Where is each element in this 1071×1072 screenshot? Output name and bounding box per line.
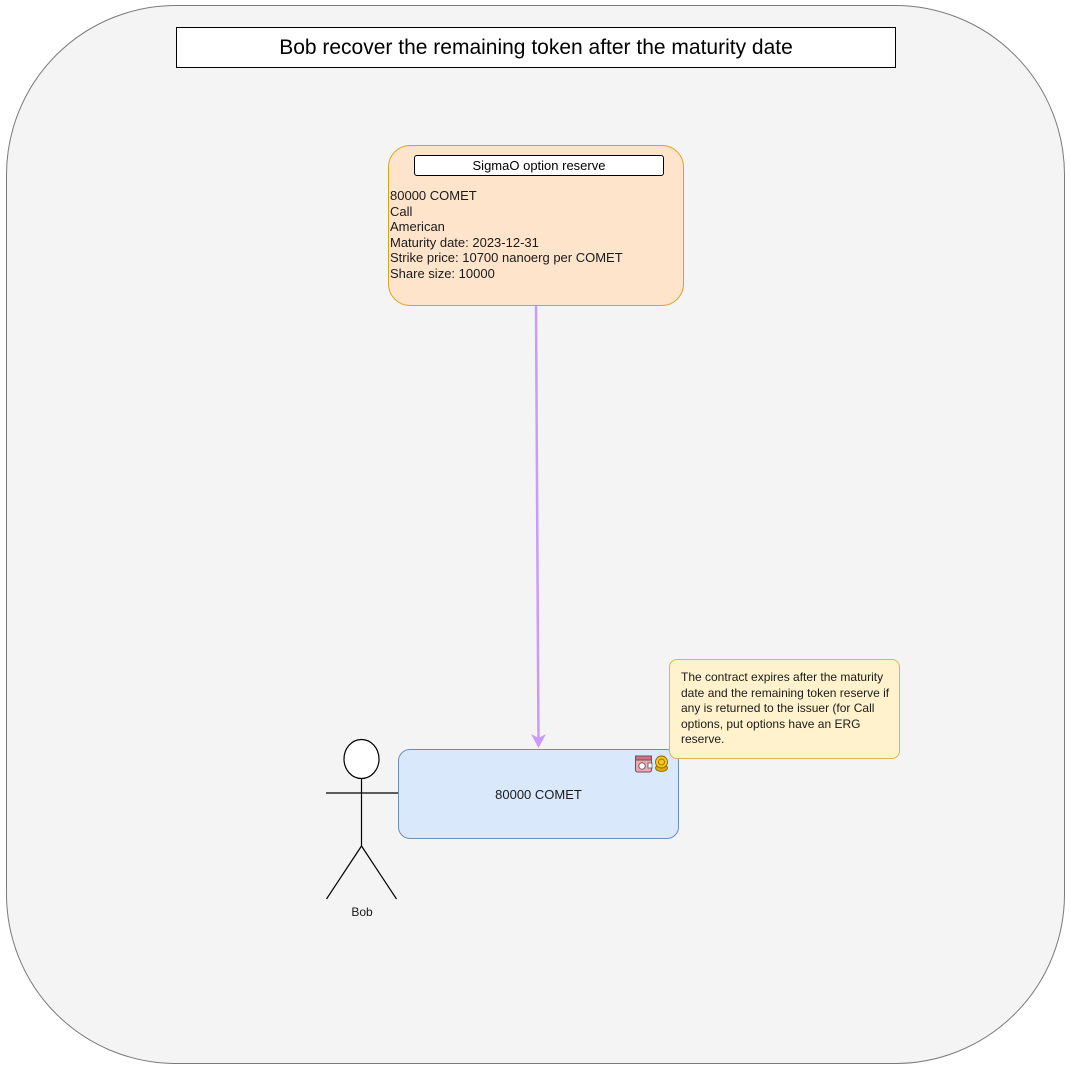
wallet-icon — [635, 755, 653, 773]
reserve-share-size: Share size: 10000 — [390, 265, 495, 281]
reserve-details: 80000 COMET Call American Maturity date:… — [390, 188, 623, 282]
coin-icon — [655, 755, 668, 772]
reserve-label: SigmaO option reserve — [414, 155, 664, 176]
flow-arrow — [534, 305, 540, 747]
actor-head — [343, 738, 380, 780]
output-amount: 80000 COMET — [495, 786, 582, 802]
reserve-strike-price: Strike price: 10700 nanoerg per COMET — [390, 250, 623, 266]
reserve-option-style: American — [390, 219, 445, 235]
diagram-title: Bob recover the remaining token after th… — [176, 27, 896, 68]
reserve-option-type: Call — [390, 203, 413, 219]
actor-left-leg — [325, 845, 363, 900]
actor-right-leg — [360, 845, 398, 900]
reserve-amount: 80000 COMET — [390, 188, 477, 203]
actor-bob[interactable] — [325, 738, 398, 900]
actor-label: Bob — [351, 905, 373, 919]
flow-arrowhead — [531, 734, 546, 748]
reserve-maturity-date: Maturity date: 2023-12-31 — [390, 234, 539, 250]
option-reserve-box[interactable]: SigmaO option reserve 80000 COMET Call A… — [388, 145, 684, 306]
bob-output-box[interactable]: 80000 COMET — [398, 749, 679, 839]
expiry-note: The contract expires after the maturity … — [669, 659, 900, 759]
